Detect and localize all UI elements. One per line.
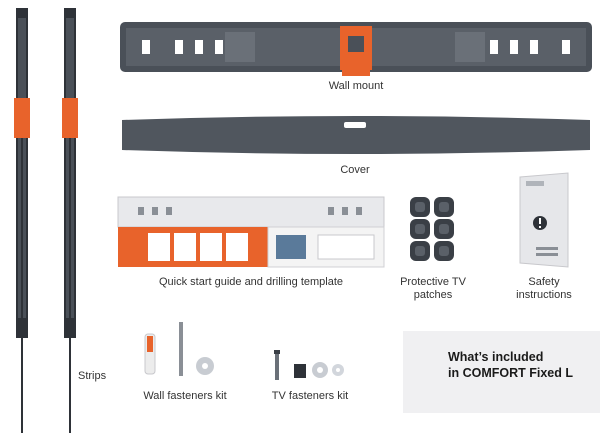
strips-label: Strips [78, 370, 107, 382]
strip-left [14, 8, 30, 433]
panel-line2: in COMFORT Fixed L [448, 366, 573, 380]
tv-fasteners-image [274, 350, 344, 380]
protective-line1: Protective TV [400, 276, 466, 288]
safety-instructions-image [519, 172, 569, 268]
safety-instructions-label: Safety instructions [494, 276, 594, 302]
tv-fasteners-label: TV fasteners kit [271, 390, 349, 402]
strip-right [62, 8, 78, 433]
wall-fasteners-image [144, 322, 214, 376]
wall-fasteners-label: Wall fasteners kit [143, 390, 227, 402]
safety-line1: Safety [528, 276, 560, 288]
protective-patches-image [410, 197, 454, 261]
cover-label: Cover [340, 164, 370, 176]
cover-image [122, 116, 590, 154]
quick-start-guide-image [117, 196, 385, 268]
panel-title: What’s included in COMFORT Fixed L [448, 349, 598, 381]
quick-start-label: Quick start guide and drilling template [158, 276, 344, 288]
protective-patches-label: Protective TV patches [385, 276, 481, 302]
safety-line2: instructions [516, 289, 572, 301]
info-panel [403, 331, 600, 413]
panel-line1: What’s included [448, 350, 544, 364]
wall-mount-image [120, 22, 592, 76]
wall-mount-label: Wall mount [328, 80, 384, 92]
protective-line2: patches [413, 289, 453, 301]
